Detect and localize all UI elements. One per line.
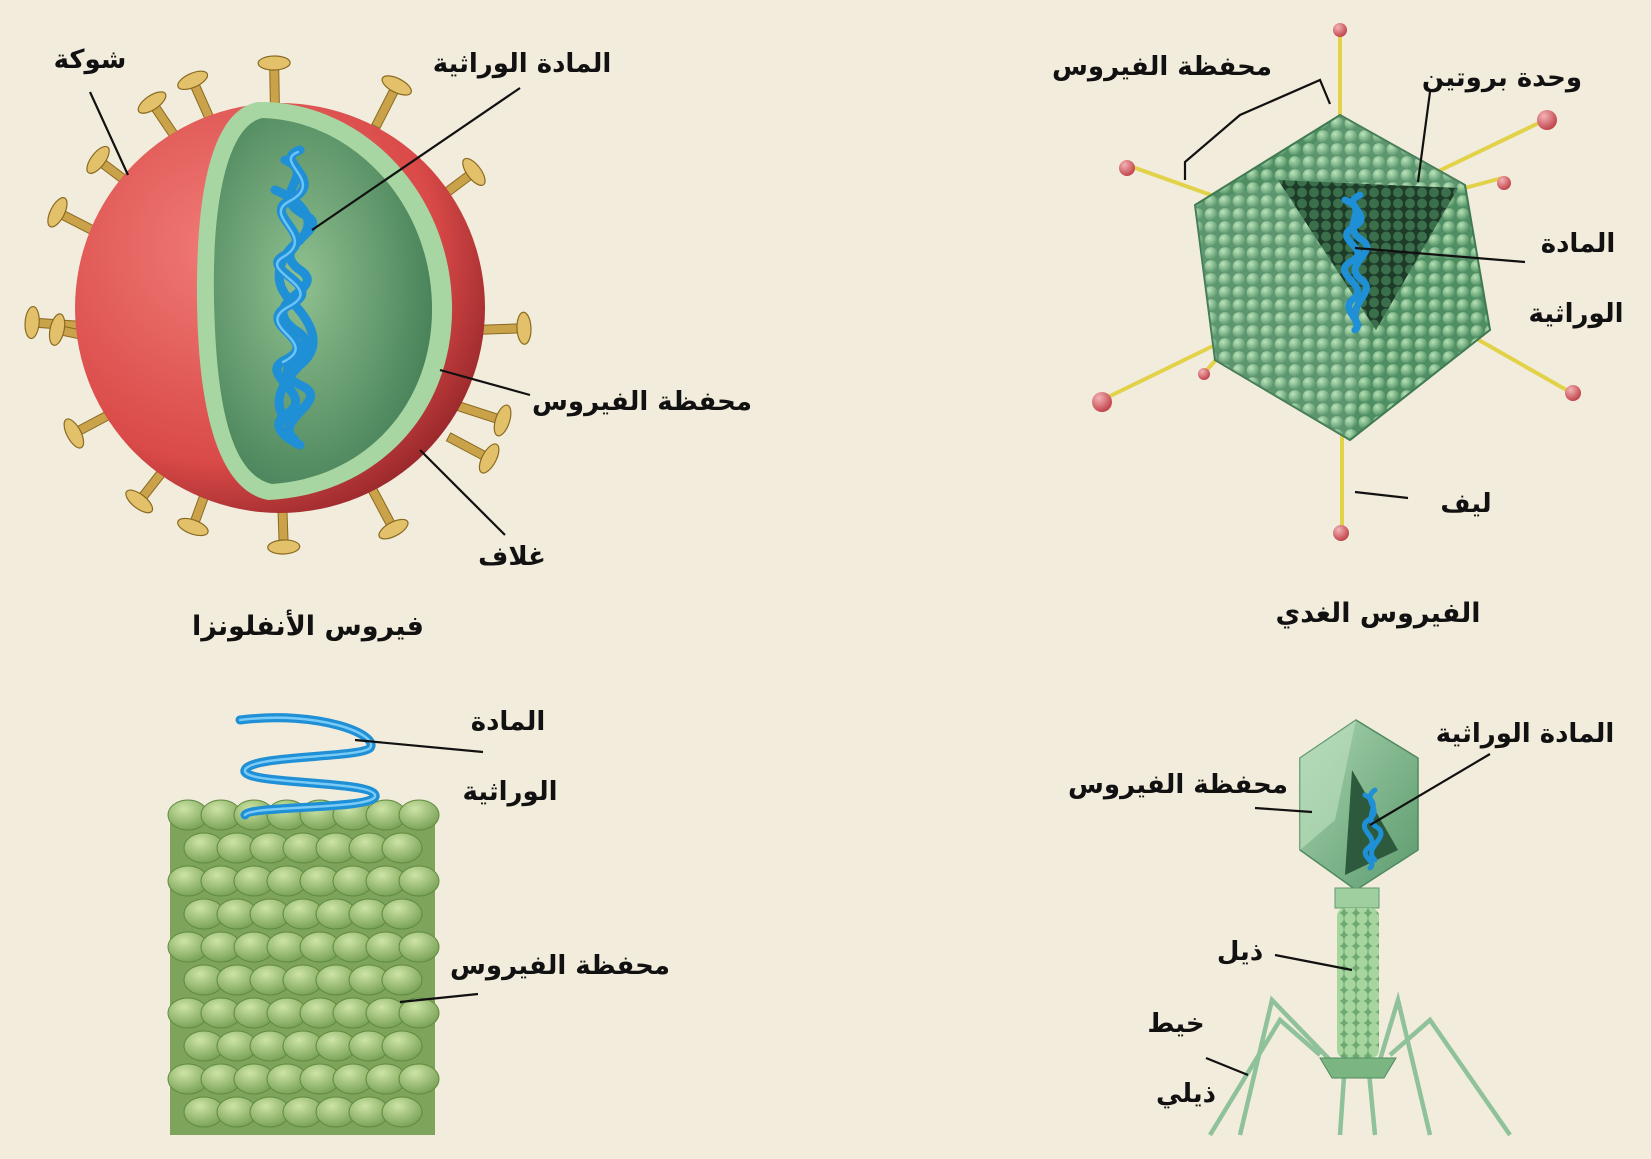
bacteriophage [1208, 719, 1512, 1137]
phage-head-facet [1300, 720, 1356, 850]
adenovirus-cutaway [1278, 180, 1458, 330]
influenza-virus [23, 55, 533, 556]
label-influenza-genetic-material: المادة الوراثية [433, 49, 612, 79]
capsid-subunit [398, 1063, 440, 1095]
influenza-interior [213, 118, 433, 484]
phage-base-plate [1319, 1057, 1397, 1079]
influenza-genetic-material-highlight [275, 150, 305, 364]
label-adenovirus-fiber: ليف [1440, 489, 1491, 519]
label-adenovirus-genetic-material-line2: الوراثية [1529, 299, 1624, 329]
label-influenza-envelope: غلاف [478, 542, 546, 572]
capsid-subunit [381, 832, 423, 864]
capsid-subunit [381, 964, 423, 996]
label-phage-tail-fiber-line1: خيط [1147, 1009, 1204, 1039]
label-helical-genetic-material-line2: الوراثية [463, 777, 558, 807]
label-influenza-spike: شوكة [54, 45, 127, 75]
label-helical-capsid: محفظة الفيروس [450, 951, 670, 981]
capsid-subunit [398, 799, 440, 831]
caption-influenza: فيروس الأنفلونزا [192, 609, 424, 642]
label-phage-tail: ذيل [1217, 937, 1263, 967]
label-phage-tail-fiber-line2: ذيلي [1156, 1079, 1216, 1109]
helical-virus [167, 713, 440, 1135]
helical-capsid-subunits [167, 799, 440, 1128]
capsid-subunit [398, 865, 440, 897]
phage-tail [1337, 908, 1379, 1058]
label-adenovirus-protein-unit: وحدة بروتين [1422, 63, 1582, 93]
labels: شوكة المادة الوراثية محفظة الفيروس غلاف … [54, 45, 1624, 1109]
phage-genetic-material [1361, 787, 1384, 871]
helical-genetic-material [235, 713, 380, 820]
label-influenza-capsid: محفظة الفيروس [532, 387, 752, 417]
capsid-subunit [398, 997, 440, 1029]
label-phage-capsid: محفظة الفيروس [1068, 770, 1288, 800]
label-adenovirus-capsid: محفظة الفيروس [1052, 52, 1272, 82]
capsid-subunit [381, 898, 423, 930]
label-phage-genetic-material: المادة الوراثية [1436, 719, 1615, 749]
capsid-subunit [398, 931, 440, 963]
label-helical-genetic-material-line1: المادة [471, 707, 546, 737]
capsid-subunit [381, 1030, 423, 1062]
leader-lines [88, 78, 1526, 1077]
adenovirus [1092, 23, 1581, 541]
phage-collar [1334, 887, 1380, 909]
adenovirus-capsid-face-shade [1195, 115, 1465, 440]
caption-adenovirus: الفيروس الغدي [1275, 598, 1480, 629]
capsid-subunit [381, 1096, 423, 1128]
adenovirus-genetic-material [1341, 191, 1371, 334]
adenovirus-fiber-knobs [1092, 23, 1581, 541]
label-adenovirus-genetic-material-line1: المادة [1541, 229, 1616, 259]
